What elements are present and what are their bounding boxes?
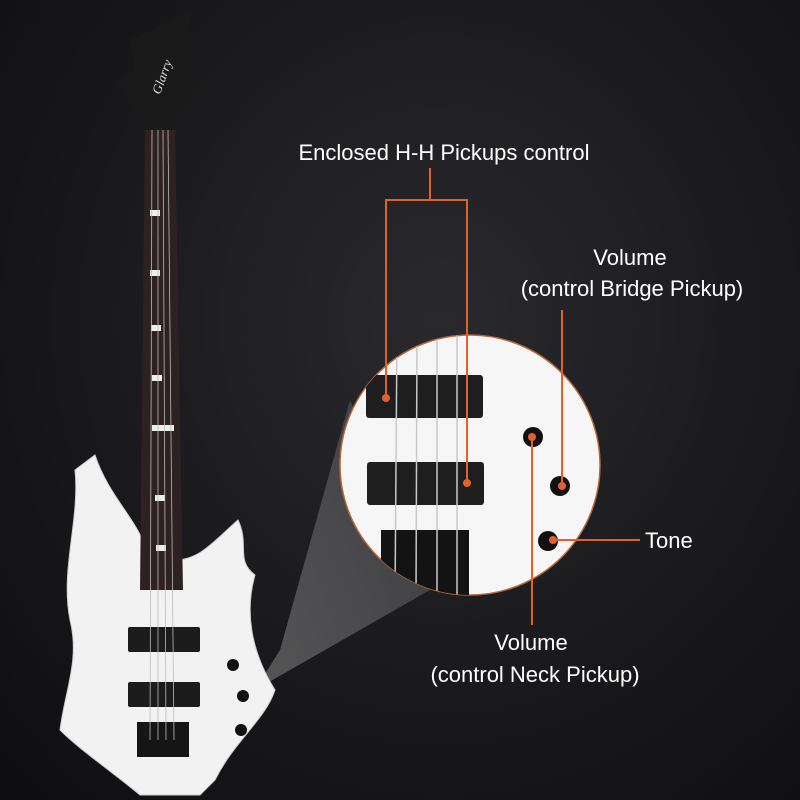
bridge [137,722,189,757]
strings [149,129,175,741]
knob-volume-neck [227,659,239,671]
fret-markers [150,210,174,551]
guitar-body [59,454,276,796]
label-pickups: Enclosed H-H Pickups control [298,140,589,165]
label-volume-bridge-sub: (control Bridge Pickup) [521,276,744,301]
neck-pickup [128,627,200,652]
label-volume-neck-title: Volume [494,630,567,655]
headstock [118,12,205,130]
spotlight-cone [255,400,430,690]
label-volume-bridge-title: Volume [593,245,666,270]
bridge-pickup [128,682,200,707]
detail-neck-pickup [366,375,483,418]
callout-dots [382,394,566,544]
callout-lines [385,168,640,625]
guitar-neck [140,130,183,590]
label-tone: Tone [645,528,693,553]
knob-tone [235,724,247,736]
label-volume-neck-sub: (control Neck Pickup) [430,662,639,687]
knob-volume-bridge [237,690,249,702]
